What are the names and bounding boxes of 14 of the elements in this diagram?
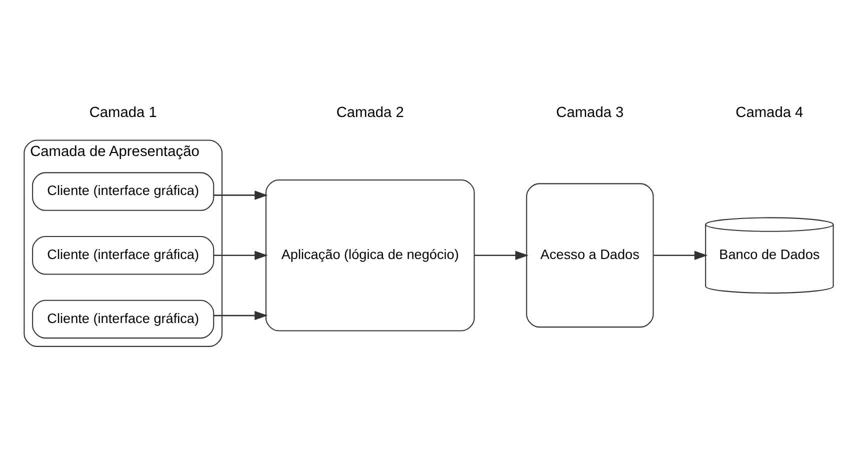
- arrow: [654, 250, 708, 260]
- arrow: [214, 250, 268, 260]
- node-box: Cliente (interface gráfica): [32, 172, 214, 211]
- arrow: [214, 310, 268, 320]
- arrow: [214, 190, 268, 200]
- node-box: Acesso a Dados: [526, 183, 654, 328]
- label: Camada 2: [336, 104, 404, 121]
- label: Camada 3: [556, 104, 624, 121]
- node-box: Cliente (interface gráfica): [32, 300, 214, 339]
- arrow: [474, 250, 528, 260]
- label: Camada 4: [736, 104, 804, 121]
- label: Camada 1: [89, 104, 157, 121]
- node-box: Cliente (interface gráfica): [32, 236, 214, 275]
- node-box: Aplicação (lógica de negócio): [265, 180, 475, 332]
